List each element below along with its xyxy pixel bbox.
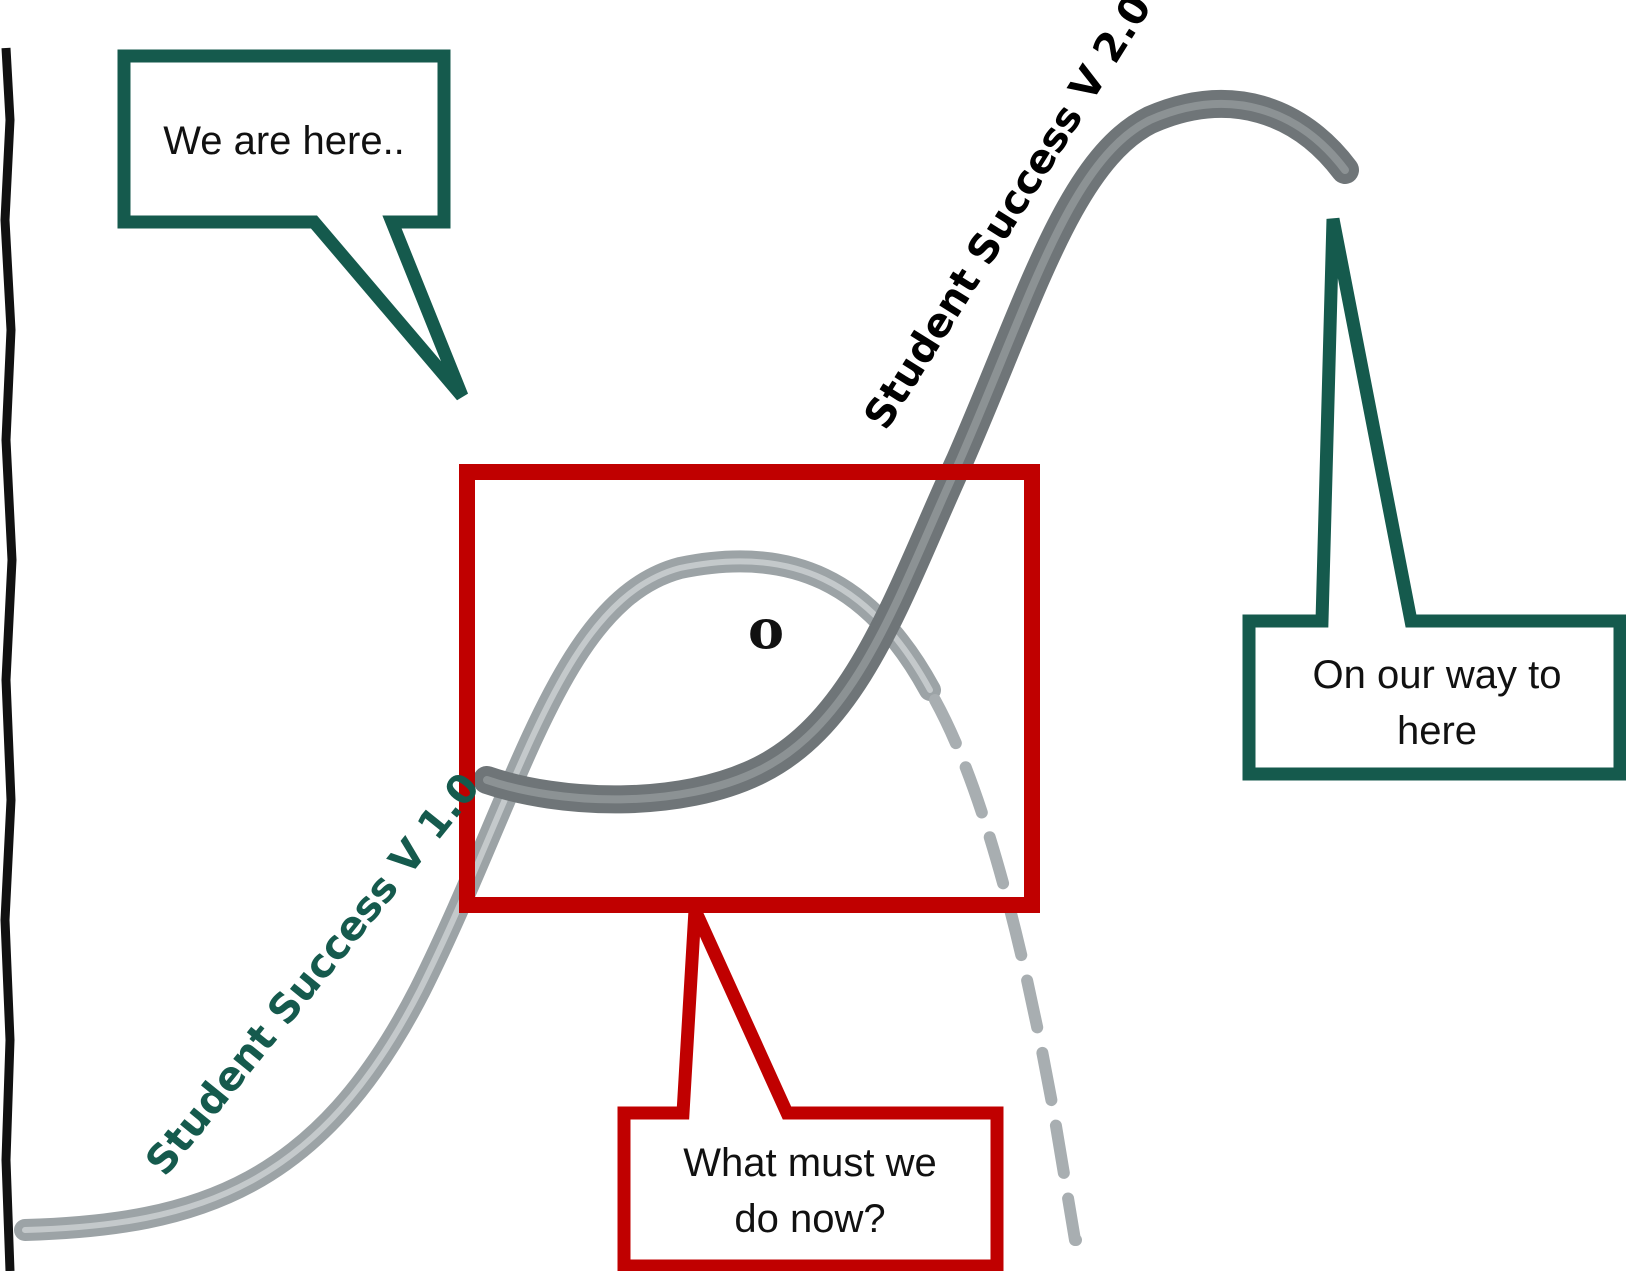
callout-here-bubble: [117, 49, 469, 401]
curve-v1-highlight: [22, 558, 933, 1233]
decline-dot: [1070, 1234, 1082, 1246]
curve-v2: [473, 90, 1359, 814]
callout-way-line1: On our way to: [1312, 653, 1561, 697]
callout-now-line1: What must we: [683, 1141, 936, 1185]
curve-v2-highlight: [483, 100, 1349, 804]
focus-box: [459, 464, 1040, 913]
callout-way-bubble: [1242, 217, 1626, 781]
callout-way-line2: here: [1397, 709, 1477, 753]
callout-now-bubble: [617, 907, 1004, 1271]
zero-marker: o: [748, 597, 784, 661]
callout-here-text: We are here..: [163, 119, 405, 163]
callout-now-line2: do now?: [734, 1197, 885, 1241]
left-border: [0, 47, 17, 1271]
